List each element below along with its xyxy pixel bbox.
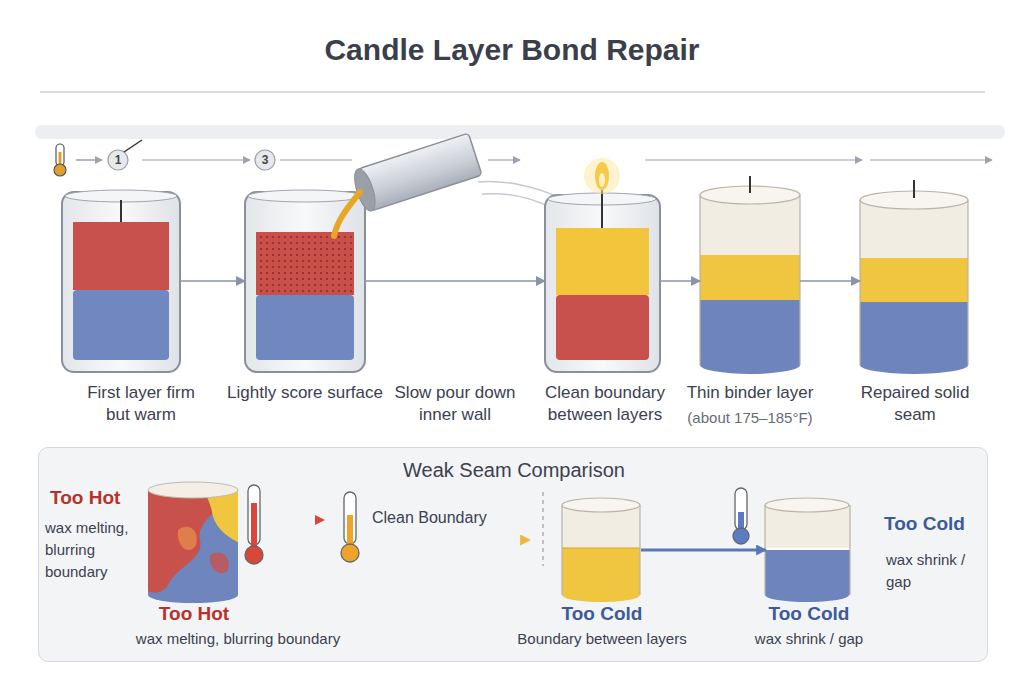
candle-step: Lightly score surface [245,190,365,372]
pour-pitcher [334,133,482,236]
comparison-panel: Weak Seam ComparisonToo Hotwax melting, … [38,447,988,662]
flow-arrow [660,280,700,282]
glass-candle [62,190,180,372]
flow-arrow [641,549,766,552]
candle-step: Repaired solid seam [860,190,968,372]
step-tick [124,140,142,152]
node-note: (about 175–185°F) [660,408,840,428]
step-arrow [870,159,992,160]
callout-number: 1 [108,151,128,169]
step-circle [108,150,128,170]
node-caption: Too Cold [739,602,879,627]
thermometer-hot [245,485,263,564]
candle-sample: Too Coldwax shrink / gap [766,501,851,599]
flow-arrow [800,280,860,282]
title-rule [40,91,985,93]
cold-candle [562,498,640,602]
diagram-title: Candle Layer Bond Repair [0,30,1024,69]
edge-label: Slow pour down inner wall [391,382,519,426]
thermometer-warm [341,492,359,562]
step-line [280,159,352,160]
node-caption: Thin binder layer [660,382,840,404]
top-band [35,125,1005,139]
melted-candle [140,482,245,603]
node-note: wax shrink / gap [719,629,899,649]
node-caption: Repaired solid seam [850,382,980,426]
node-caption: Weak Seam Comparison [39,457,989,483]
candle-sample: Too ColdBoundary between layers [563,501,641,599]
callout-number: 3 [255,151,275,169]
candle-step: Clean boundary between layers [545,190,660,372]
glass-candle [245,190,365,372]
cold-candle [765,498,850,602]
node-caption: Too Cold [532,602,672,627]
node-caption: Lightly score surface [205,382,405,404]
candle-step: Thin binder layer(about 175–185°F) [700,190,800,372]
candle-step: First layer firm but warm [62,190,180,372]
pillar-candle [860,180,968,374]
flow-arrow [180,280,245,282]
flow-arrow [365,280,545,282]
motion-swoosh [478,182,560,208]
node-note: wax melting, blurring boundary [118,629,358,649]
step-arrow [488,159,520,160]
step-arrow [645,159,862,160]
step-arrow [76,159,102,161]
node-caption: Clean boundary between layers [535,382,675,426]
heat-arrow [268,518,324,522]
candle-sample: Too Hotwax melting, blurring boundary [149,486,239,599]
clean-arrow [372,538,530,542]
node-note: Boundary between layers [492,629,712,649]
node-caption: First layer firm but warm [79,382,203,426]
thermometer-icon [54,144,66,176]
glass-candle [545,158,660,372]
step-circle [255,150,275,170]
thermometer-cold [733,488,749,544]
pillar-candle [700,176,800,374]
node-caption: Too Hot [124,602,264,627]
divider-dashed [542,492,544,566]
step-arrow [142,159,250,160]
